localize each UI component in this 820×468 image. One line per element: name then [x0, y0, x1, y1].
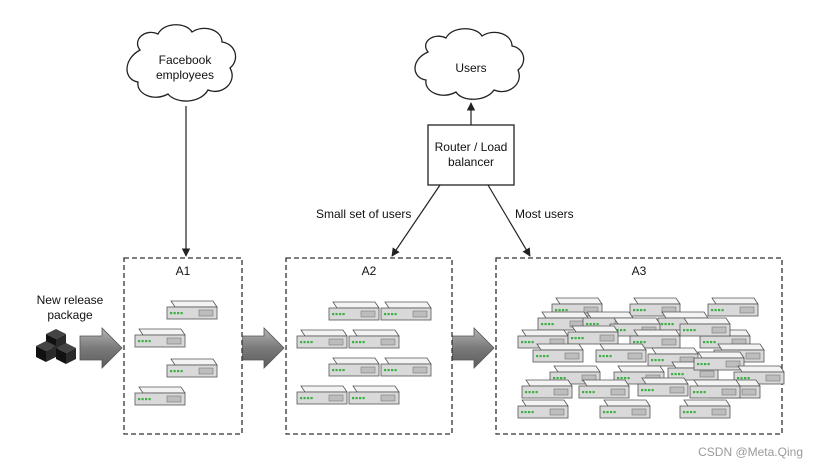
users-cloud: Users [414, 28, 525, 100]
server-icon [637, 377, 689, 397]
fat-arrow-package-to-a1 [79, 327, 123, 369]
server-icon [380, 301, 432, 321]
server-icon [567, 325, 619, 345]
server-icon [166, 300, 218, 320]
server-icon [134, 328, 186, 348]
server-icon [328, 357, 380, 377]
package-label-line2: package [47, 308, 93, 322]
arrow-router-to-a2 [391, 184, 441, 257]
router-load-balancer: Router / Load balancer [427, 124, 515, 186]
server-icon [517, 399, 569, 419]
facebook-cloud-line1: Facebook [159, 53, 213, 67]
server-icon [693, 351, 745, 371]
fat-arrow-a2-to-a3 [451, 327, 495, 369]
stage-a2-box: A2 [285, 257, 453, 435]
server-icon [679, 317, 731, 337]
server-icon [707, 297, 759, 317]
server-icon [296, 329, 348, 349]
server-icon [532, 343, 584, 363]
server-icon [380, 357, 432, 377]
server-icon [521, 379, 573, 399]
router-label-line1: Router / Load [435, 140, 508, 154]
facebook-cloud-line2: employees [156, 68, 214, 82]
stage-a3-box: A3 [495, 257, 785, 435]
server-icon [166, 358, 218, 378]
fat-arrow-a1-to-a2 [241, 327, 285, 369]
server-icon [689, 379, 741, 399]
server-icon [348, 329, 400, 349]
server-icon [595, 343, 647, 363]
facebook-employees-cloud: Facebook employees [126, 24, 237, 102]
stage-a1-box: A1 [123, 257, 243, 435]
users-cloud-label: Users [455, 61, 486, 75]
package-label-line1: New release [37, 293, 104, 307]
stage-a2-label: A2 [362, 264, 377, 278]
server-icon [599, 399, 651, 419]
arrow-router-to-a3 [487, 184, 531, 257]
router-label-line2: balancer [448, 155, 494, 169]
stage-a3-label: A3 [632, 264, 647, 278]
server-icon [296, 385, 348, 405]
server-icon [328, 301, 380, 321]
server-icon [348, 385, 400, 405]
edge-label-small-set: Small set of users [316, 207, 411, 221]
edge-label-most-users: Most users [515, 207, 574, 221]
server-icon [134, 386, 186, 406]
server-icon [578, 379, 630, 399]
watermark-text: CSDN @Meta.Qing [698, 445, 803, 459]
package-cubes-icon [36, 329, 76, 364]
stage-a1-label: A1 [176, 264, 191, 278]
server-icon [679, 399, 731, 419]
